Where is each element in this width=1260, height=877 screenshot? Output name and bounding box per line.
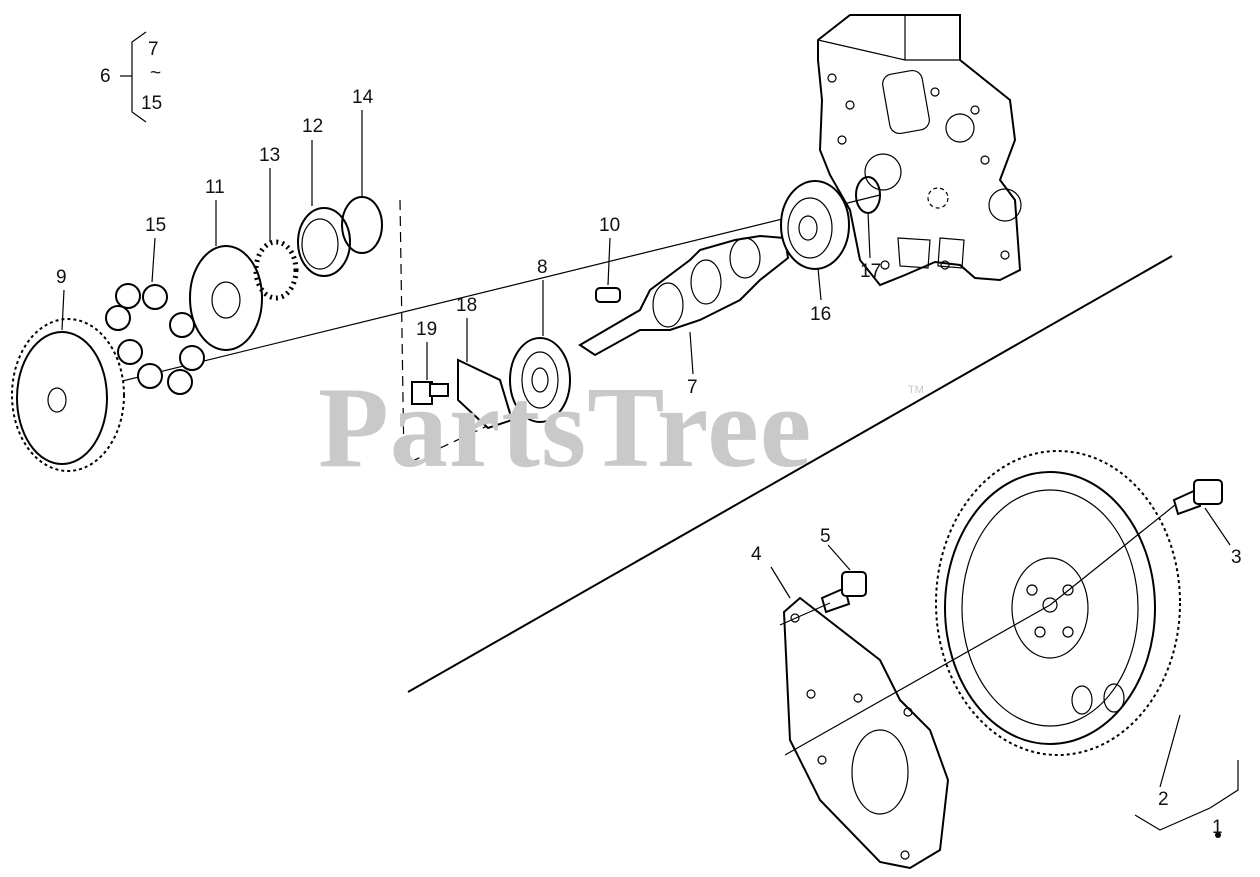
group-from: 7 bbox=[148, 39, 159, 60]
section-divider bbox=[407, 255, 1173, 693]
callout-17[interactable]: 17 bbox=[860, 261, 882, 282]
callout-10[interactable]: 10 bbox=[599, 215, 621, 236]
callout-4[interactable]: 4 bbox=[751, 544, 762, 565]
plate-icon bbox=[782, 596, 950, 870]
callout-8[interactable]: 8 bbox=[537, 257, 548, 278]
group-number: 6 bbox=[100, 66, 111, 87]
bolt-icon bbox=[1172, 479, 1223, 516]
watermark: PartsTree bbox=[318, 364, 813, 492]
callout-2[interactable]: 2 bbox=[1158, 789, 1169, 810]
snap-ring-icon bbox=[341, 196, 383, 254]
bolt-icon bbox=[820, 571, 867, 614]
callout-18[interactable]: 18 bbox=[456, 295, 478, 316]
callout-14[interactable]: 14 bbox=[352, 87, 374, 108]
group-range-mark: ~ bbox=[150, 63, 162, 84]
leader-lines bbox=[61, 110, 1239, 838]
gear-icon bbox=[11, 318, 125, 472]
ball-retainer-icon bbox=[253, 239, 299, 301]
callout-16[interactable]: 16 bbox=[810, 304, 832, 325]
callout-1[interactable]: 1 bbox=[1212, 817, 1223, 838]
callout-7[interactable]: 7 bbox=[687, 377, 698, 398]
group-bracket bbox=[131, 31, 147, 123]
engine-block-icon bbox=[817, 14, 1022, 287]
callout-13[interactable]: 13 bbox=[259, 145, 281, 166]
key-icon bbox=[595, 287, 621, 303]
thrust-plate-icon bbox=[457, 358, 514, 430]
bolt-icon bbox=[411, 381, 449, 405]
watermark-trademark: TM bbox=[908, 384, 924, 396]
flywheel-icon bbox=[935, 450, 1181, 756]
ball-bearing-icon bbox=[509, 337, 571, 423]
bearing-race-icon bbox=[297, 207, 351, 277]
callout-5[interactable]: 5 bbox=[820, 526, 831, 547]
callout-11[interactable]: 11 bbox=[205, 177, 225, 198]
ball-icon bbox=[105, 283, 205, 395]
callout-3[interactable]: 3 bbox=[1231, 547, 1242, 568]
washer-icon bbox=[189, 245, 263, 351]
callout-9[interactable]: 9 bbox=[56, 267, 67, 288]
group-to: 15 bbox=[141, 93, 163, 114]
callout-15[interactable]: 15 bbox=[145, 215, 167, 236]
ball-bearing-icon bbox=[780, 180, 850, 270]
callout-12[interactable]: 12 bbox=[302, 116, 324, 137]
callout-19[interactable]: 19 bbox=[416, 319, 438, 340]
